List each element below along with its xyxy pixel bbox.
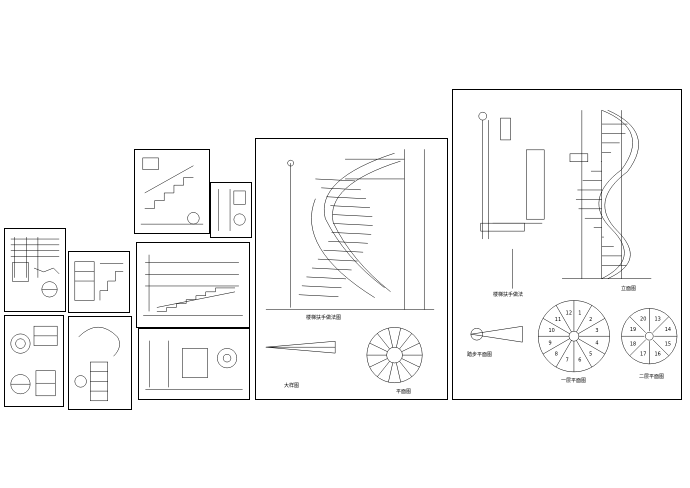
plan-1f-label: 一层平面图	[561, 378, 587, 384]
tread-number: 12	[566, 311, 572, 317]
sheet-b-drawing	[10, 325, 58, 397]
tread-number: 6	[578, 358, 581, 364]
sheet-c-drawing	[74, 261, 124, 301]
tread-number: 3	[595, 328, 598, 334]
plan-tread-line	[652, 339, 670, 356]
sheet-detail-d	[68, 316, 132, 410]
tread-number: 17	[640, 352, 646, 358]
tread-number: 16	[655, 352, 661, 358]
tread-number: 14	[665, 327, 671, 333]
stair-tread	[321, 187, 361, 191]
stair-tread	[323, 249, 364, 253]
plan-tread-line	[377, 333, 390, 350]
plan-tread-line	[388, 328, 394, 348]
stair-tread	[315, 178, 355, 182]
plan-tread-line	[578, 338, 605, 355]
sheet-detail-c	[68, 251, 130, 313]
tread-number: 18	[630, 341, 636, 347]
sheet-spiral-middle: 楼梯扶手做法图 大样图 平面图	[255, 138, 448, 400]
stair-tread	[330, 205, 370, 208]
sheet-h-drawing	[145, 340, 243, 390]
mid-section-label: 大样图	[284, 383, 300, 389]
sheet-d-drawing	[74, 326, 120, 402]
plan-tread-line	[629, 339, 646, 356]
main-elevation-label: 立面图	[621, 286, 637, 292]
riser-section-label: 踏步平面图	[467, 352, 493, 358]
plan-tread-line	[629, 316, 646, 333]
sheet-e-drawing	[140, 157, 204, 225]
tread-number: 19	[630, 327, 636, 333]
plan-tread-line	[542, 318, 570, 334]
sheet-a-drawing	[10, 237, 60, 298]
stair-tread	[311, 267, 352, 271]
tread-number: 10	[549, 328, 555, 334]
stair-tread	[301, 285, 342, 289]
tread-number: 15	[665, 341, 671, 347]
plan-tread-line	[396, 328, 401, 348]
tread-number: 4	[595, 340, 598, 346]
plan-tread-line	[399, 361, 413, 377]
stair-tread	[332, 214, 373, 217]
sheet-detail-h	[138, 328, 250, 400]
plan-tread-line	[401, 342, 420, 352]
plan-tread-line	[576, 305, 592, 333]
middle-spiral-drawing	[265, 149, 435, 384]
stair-tread	[298, 294, 339, 297]
tread-number: 5	[589, 351, 592, 357]
stair-tread	[331, 232, 372, 235]
plan-tread-line	[555, 340, 572, 368]
stair-tread	[326, 196, 366, 199]
tread-number: 9	[549, 340, 552, 346]
tread-number: 13	[655, 317, 661, 323]
stair-tread	[328, 241, 368, 244]
stair-tread	[306, 276, 347, 280]
mid-elevation-label: 楼梯扶手做法图	[306, 315, 342, 321]
tread-number: 2	[589, 317, 592, 323]
plan-tread-line	[652, 316, 670, 333]
plan-tread-line	[399, 333, 413, 350]
plan-tread-line	[578, 318, 605, 334]
plan-2f-label: 二层平面图	[639, 374, 665, 380]
stair-tread	[317, 258, 358, 262]
tread-number: 20	[640, 317, 646, 323]
sheet-f-drawing	[218, 189, 246, 231]
mid-plan-label: 平面图	[396, 389, 412, 395]
tread-number: 1	[578, 311, 581, 317]
plan-tread-line	[396, 362, 401, 383]
sheet-detail-a	[4, 228, 66, 312]
tread-number: 11	[555, 317, 561, 323]
sheet-detail-f	[210, 182, 252, 238]
plan-tread-line	[377, 361, 390, 377]
plan-tread-line	[401, 358, 420, 368]
sheet-detail-e	[134, 149, 210, 234]
plan-tread-line	[369, 342, 388, 352]
plan-tread-line	[388, 362, 394, 383]
sheet-g-drawing	[143, 254, 243, 316]
stair-tread	[333, 223, 373, 226]
plan-tread-line	[576, 340, 592, 368]
sheet-detail-g	[136, 242, 250, 328]
sheet-detail-b	[4, 315, 64, 407]
plan-tread-line	[542, 338, 570, 355]
plan-tread-line	[369, 358, 388, 368]
tread-number: 7	[566, 358, 569, 364]
tread-number: 8	[555, 351, 558, 357]
plan-tread-line	[555, 305, 572, 333]
handrail-detail-label: 楼梯扶手做法	[493, 292, 524, 298]
